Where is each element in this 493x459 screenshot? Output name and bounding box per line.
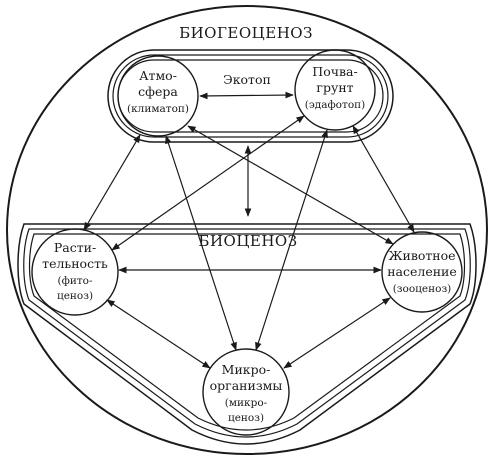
arrow-plants-microbes <box>106 299 211 369</box>
soil-label: Почва- грунт (эдафотоп) <box>305 64 365 111</box>
arrow-soil-animals <box>352 125 415 233</box>
ecotope-label: Экотоп <box>223 72 271 87</box>
plants-line-1: Расти- <box>54 240 96 255</box>
animals-node <box>381 231 463 313</box>
microbes-line-4: ценоз) <box>228 412 264 424</box>
plants-line-3: (фито- <box>58 275 93 287</box>
connection-arrows <box>83 91 415 369</box>
plants-line-2: тельность <box>42 256 108 271</box>
soil-line-3: (эдафотоп) <box>305 99 365 111</box>
plants-node <box>31 228 119 316</box>
animals-line-2: население <box>387 264 457 279</box>
microbes-line-1: Микро- <box>222 362 271 377</box>
animals-label: Животное население (зооценоз) <box>387 248 457 295</box>
arrow-soil-microbes <box>255 129 328 351</box>
arrow-atmosphere-animals <box>187 125 394 245</box>
arrow-atmosphere-plants <box>83 134 141 231</box>
plants-line-4: ценоз) <box>57 290 93 302</box>
microbes-label: Микро- организмы (микро- ценоз) <box>210 362 283 424</box>
arrow-animals-microbes <box>283 297 391 369</box>
soil-line-1: Почва- <box>312 64 357 79</box>
biocenosis-label: БИОЦЕНОЗ <box>198 232 297 250</box>
animals-line-1: Животное <box>388 248 455 263</box>
atmosphere-line-3: (климатоп) <box>127 103 189 115</box>
arrow-soil-plants <box>111 115 305 251</box>
microbes-line-2: организмы <box>210 378 283 393</box>
soil-line-2: грунт <box>316 80 353 95</box>
atmosphere-line-1: Атмо- <box>139 68 177 83</box>
animals-line-3: (зооценоз) <box>393 283 452 295</box>
biogeocenosis-title: БИОГЕОЦЕНОЗ <box>179 24 313 42</box>
atmosphere-label: Атмо- сфера (климатоп) <box>127 68 189 115</box>
biogeocenosis-boundary <box>6 5 488 455</box>
biocenosis-boundary <box>17 223 477 445</box>
microbes-line-3: (микро- <box>225 397 268 409</box>
microbes-node <box>202 348 290 436</box>
atmosphere-line-2: сфера <box>138 84 178 99</box>
arrow-atmosphere-soil <box>199 91 294 100</box>
plants-label: Расти- тельность (фито- ценоз) <box>42 240 108 302</box>
